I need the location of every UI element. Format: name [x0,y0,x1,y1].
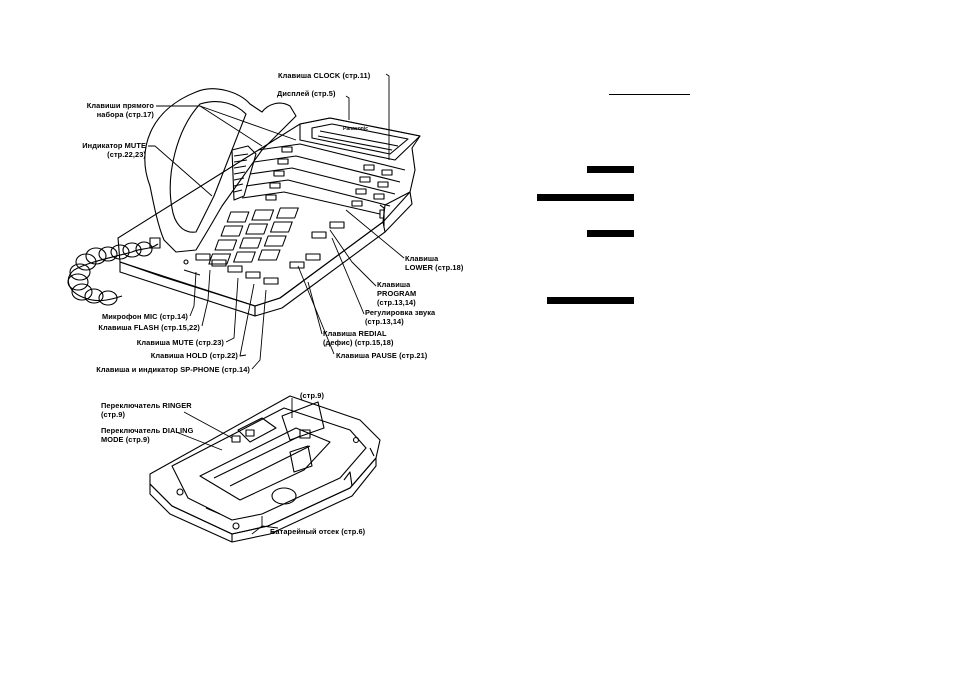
handset [144,88,297,253]
label-volume-control: Регулировка звука (стр.13,14) [365,308,436,326]
dial-keypad [208,207,299,265]
label-sp-phone: Клавиша и индикатор SP-PHONE (стр.14) [96,365,250,374]
brand-logo: Panasonic [343,126,368,132]
redaction-bar [587,230,634,237]
leader-lines-bottom [175,398,293,535]
redaction-bar [547,297,634,304]
label-bottom-ref: (стр.9) [300,391,325,400]
label-display: Дисплей (стр.5) [277,89,336,98]
label-program-key: Клавиша PROGRAM (стр.13,14) [377,280,417,307]
label-pause-key: Клавиша PAUSE (стр.21) [336,351,428,360]
leader-lines-top [148,73,405,370]
redaction-bar [537,194,634,201]
label-mic: Микрофон MIC (стр.14) [102,312,188,321]
side-controls [379,204,385,226]
redaction-bar [587,166,634,173]
phone-base-top-view [117,117,421,317]
label-flash-key: Клавиша FLASH (стр.15,22) [98,323,200,332]
label-mute-indicator: Индикатор MUTE (стр.22,23) [82,141,146,159]
label-clock-key: Клавиша CLOCK (стр.11) [278,71,371,80]
label-mute-key: Клавиша MUTE (стр.23) [136,338,224,347]
label-redial-key: Клавиша REDIAL (дефис) (стр.15,18) [323,329,394,347]
label-battery-compartment: Батарейный отсек (стр.6) [270,527,366,536]
label-dialing-mode-switch: Переключатель DIALING MODE (стр.9) [101,426,194,444]
label-direct-dial: Клавиши прямого набора (стр.17) [86,101,154,119]
label-hold-key: Клавиша HOLD (стр.22) [150,351,238,360]
direct-dial-keys [241,143,406,215]
underline-rule [609,94,690,95]
function-keys [183,221,345,285]
phone-base-bottom-view [149,395,381,543]
label-ringer-switch: Переключатель RINGER (стр.9) [101,401,192,419]
coiled-cord [67,237,161,306]
label-lower-key: Клавиша LOWER (стр.18) [405,254,464,272]
display-panel [299,117,421,161]
